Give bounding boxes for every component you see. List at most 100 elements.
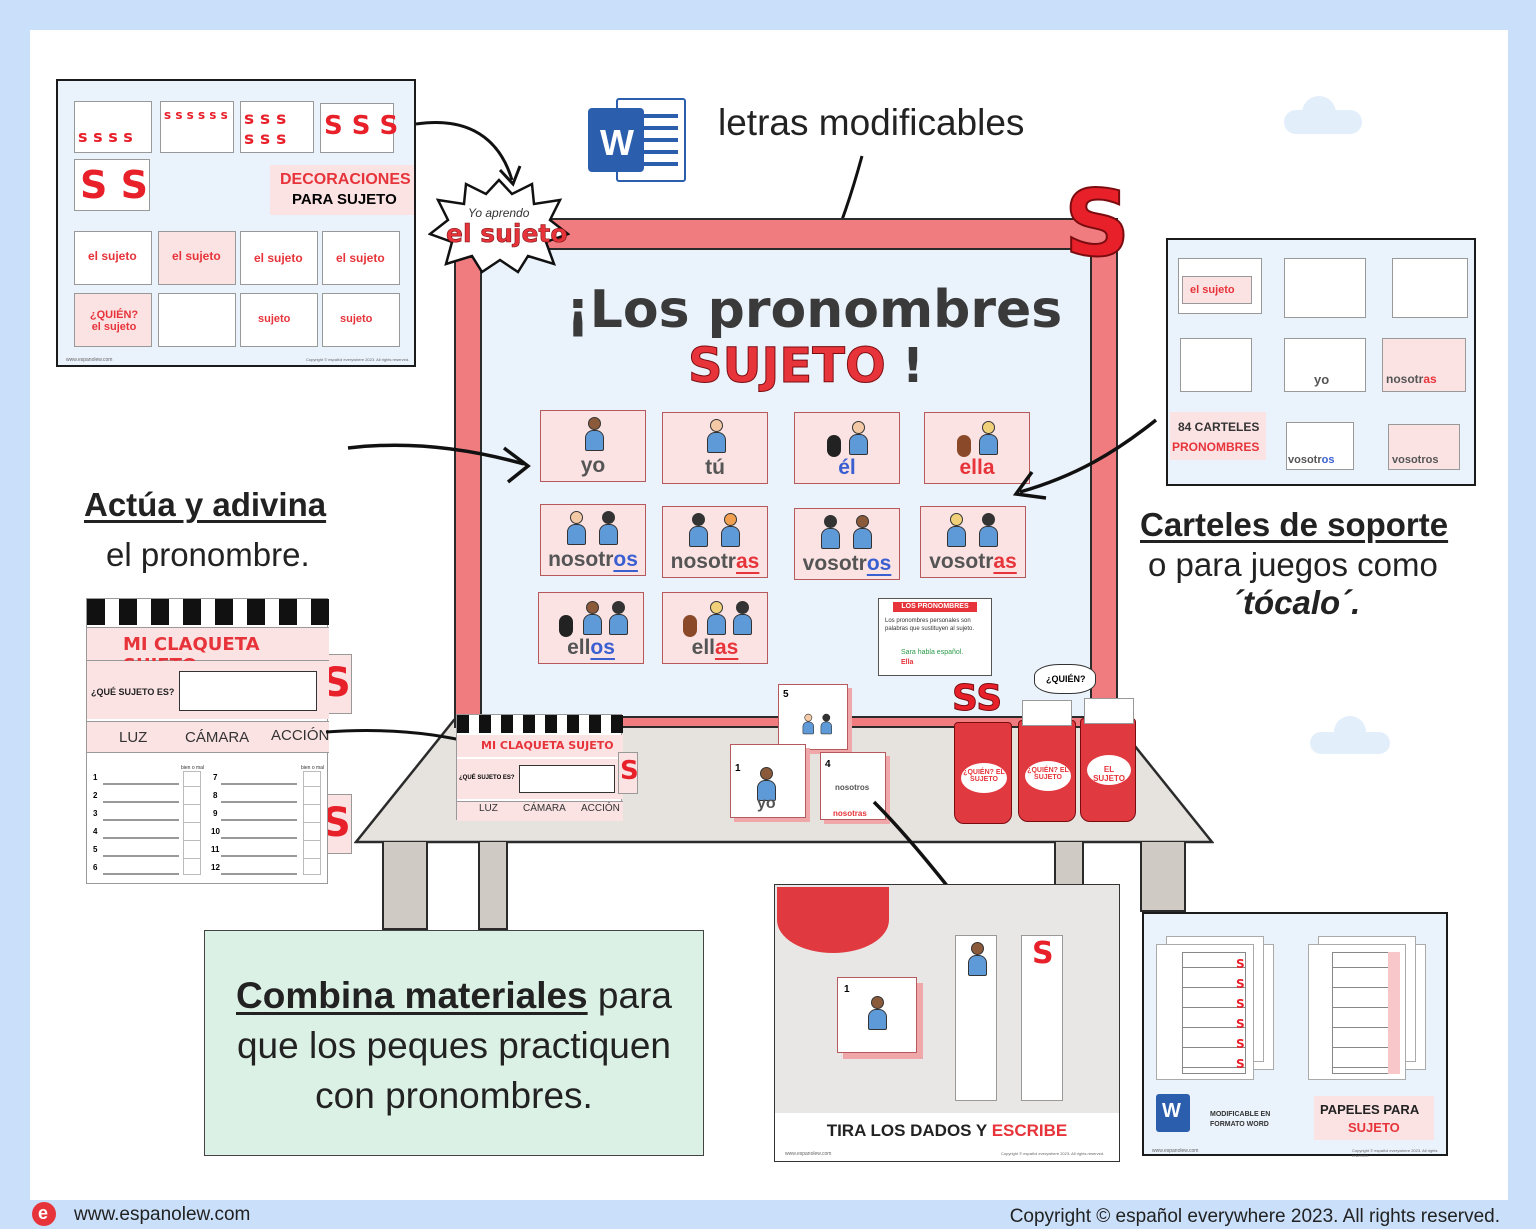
count-box [1170, 412, 1266, 460]
papers-thumbnail: S S S S S S W MODIFICABLE EN FORMATO WOR… [1142, 912, 1448, 1158]
pronoun-card-base: nosotr [548, 548, 614, 571]
decorations-thumbnail: s s s s s s s s s s s s s s s s S S S S … [56, 79, 416, 367]
cup: EL SUJETO [1080, 718, 1136, 822]
s-sheet [240, 101, 314, 153]
arrow-to-board-cards [347, 443, 531, 484]
info-card-example: Sara habla español. [901, 649, 964, 656]
clapper-col-camara: CÁMARA [185, 729, 250, 746]
clapper-cols-bar [87, 721, 329, 753]
die-5: 5 [778, 684, 848, 750]
photo-strip: S [1021, 935, 1063, 1101]
writing-line [221, 837, 297, 839]
table-clapper-title-bar [457, 735, 623, 757]
clapper-answer-field [179, 671, 317, 711]
clapper-stripes [87, 599, 329, 625]
die-4: 4 nosotros nosotras [820, 752, 886, 820]
s-letters-grid: s s s [244, 109, 287, 129]
mini-sheet [1392, 258, 1468, 318]
clapper-check-label: bien o mal [181, 765, 205, 771]
mini-sheet [1382, 338, 1466, 392]
badge-label: el sujeto [336, 251, 385, 265]
starburst-badge [428, 178, 570, 274]
die-number: 5 [783, 689, 789, 700]
decorations-title-line2: PARA SUJETO [292, 191, 397, 208]
clapper-row-number: 4 [93, 827, 98, 836]
paper-s-column: S S S S S S [1236, 957, 1245, 1071]
table-clapper-col: LUZ [479, 803, 498, 814]
clapper-row-number: 5 [93, 845, 98, 854]
board-title-sujeto: SUJETO [688, 338, 887, 395]
mini-sheet [1388, 424, 1460, 470]
writing-line [221, 819, 297, 821]
pronoun-card-base: él [838, 456, 856, 479]
pronoun-card-base: ella [959, 456, 995, 479]
support-line2: o para juegos como [1148, 546, 1438, 583]
die-label: nosotros [835, 783, 870, 792]
word-icon: W [588, 96, 688, 188]
cup-label: ¿QUIÉN? EL SUJETO [961, 763, 1007, 793]
clapper-question: ¿QUÉ SUJETO ES? [91, 687, 175, 697]
pronoun-card-ending: as [993, 550, 1017, 573]
word-caption: letras modificables [718, 102, 1025, 143]
support-line3: ´tócalo´. [1232, 584, 1361, 621]
mini-label: vosotros [1288, 454, 1335, 466]
badge-label: sujeto [258, 313, 291, 325]
thumb-footer-site: www.espanolew.com [66, 357, 113, 363]
writing-line [103, 837, 179, 839]
s-sheet [160, 101, 234, 153]
clapper-row-number: 1 [93, 773, 98, 782]
sujeto-s-sheet [74, 101, 152, 153]
clapper-row-number: 7 [213, 773, 218, 782]
pronoun-card-base: vosotr [802, 552, 867, 575]
pronoun-card-vosotros: vosotros [794, 508, 900, 580]
die-label2: nosotras [833, 809, 867, 818]
clapper-check-label: bien o mal [301, 765, 325, 771]
mini-label: nosotras [1386, 372, 1437, 386]
paper-pink-column [1388, 952, 1400, 1074]
mini-label: el sujeto [1190, 284, 1235, 296]
mini-sheet [1286, 422, 1354, 470]
cup-tag [1034, 664, 1096, 694]
act-guess-title: Actúa y adivina [84, 486, 327, 523]
photo-strip-letter: S [1032, 936, 1054, 971]
info-card-title: LOS PRONOMBRES [893, 602, 977, 612]
cloud-decoration [1310, 716, 1390, 756]
board-title-exclam: ! [902, 338, 924, 394]
word-icon-letter: W [600, 122, 634, 163]
count-label2: PRONOMBRES [1172, 440, 1260, 454]
site-link[interactable]: www.espanolew.com [74, 1204, 251, 1225]
info-card-text: Los pronombres personales son palabras q… [885, 618, 975, 632]
pronoun-card-nosotros: nosotros [540, 504, 646, 576]
clapper-row-number: 9 [213, 809, 218, 818]
pronoun-card-ella: ella [924, 412, 1030, 484]
clapper-col-accion: ACCIÓN [271, 727, 330, 744]
papers-footer-site: www.espanolew.com [1152, 1148, 1199, 1154]
clapper-row-number: 2 [93, 791, 98, 800]
word-mini-letter: W [1162, 1100, 1181, 1122]
photo-caption-red: ESCRIBE [991, 1121, 1068, 1140]
papers-title-line2: SUJETO [1348, 1120, 1400, 1135]
pronoun-card-ellos: ellos [538, 592, 644, 664]
table-s-sticker [618, 752, 638, 794]
table-leg [1140, 842, 1186, 912]
clapper-row-number: 6 [93, 863, 98, 872]
badge-sheet [74, 293, 152, 347]
pronoun-card-base: vosotr [929, 550, 994, 573]
badge-label: sujeto [340, 313, 373, 325]
act-guess-subtitle: el pronombre. [106, 536, 310, 573]
mini-sheet [1284, 338, 1366, 392]
writing-line [103, 783, 179, 785]
arrow-support-to-board [1012, 418, 1158, 500]
cup-card [1022, 700, 1072, 726]
cup-s-letters: SS [951, 678, 1003, 720]
mini-label: yo [1314, 372, 1330, 387]
clapper-row-number: 11 [211, 845, 220, 854]
combine-line2: que los peques practiquen [236, 1025, 672, 1066]
thumb-footer-copyright: Copyright © español everywhere 2023. All… [306, 357, 410, 362]
photo-die: 1 [837, 977, 917, 1053]
writing-line [103, 873, 179, 875]
support-title: Carteles de soporte [1140, 506, 1449, 543]
pronoun-card-tu: tú [662, 412, 768, 484]
photo-cup [777, 887, 889, 953]
badge-label: el sujeto [254, 251, 303, 265]
